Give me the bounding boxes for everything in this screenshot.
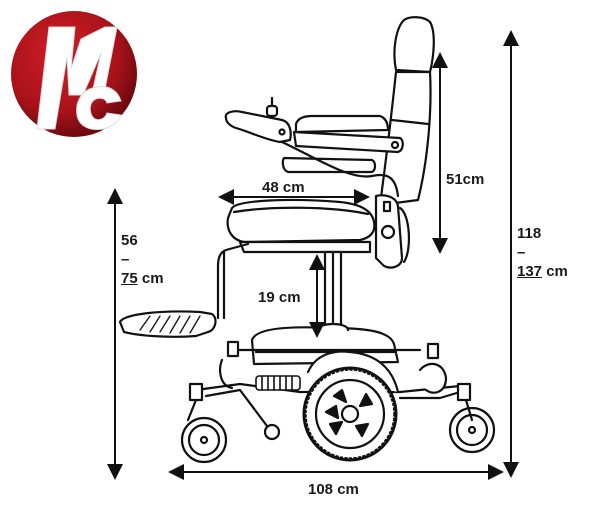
armrest [294, 114, 390, 134]
brand-logo [9, 9, 139, 139]
seat-height-dash: – [121, 251, 130, 268]
seat-height-max: 75 [121, 270, 138, 287]
seat-to-base-label: 19 cm [258, 289, 301, 306]
seat-cushion [226, 198, 376, 244]
overall-height-label: 118 – 137 cm [517, 224, 568, 281]
seat-height-min: 56 [121, 232, 138, 249]
overall-height-min: 118 [517, 225, 542, 242]
seat-height-unit: cm [141, 270, 164, 287]
headrest [393, 16, 435, 74]
overall-height-dash: – [517, 244, 526, 261]
joystick-controller [224, 110, 292, 144]
overall-height-unit: cm [546, 263, 568, 280]
seat-height-label: 56 – 75 cm [121, 231, 164, 288]
footrest-hanger [216, 242, 250, 320]
footplate [118, 310, 217, 338]
seat-width-label: 48 cm [262, 179, 305, 196]
backrest [378, 70, 432, 207]
backrest-height-label: 51cm [446, 171, 485, 188]
overall-length-label: 108 cm [308, 481, 359, 498]
overall-height-max: 137 [517, 263, 543, 280]
